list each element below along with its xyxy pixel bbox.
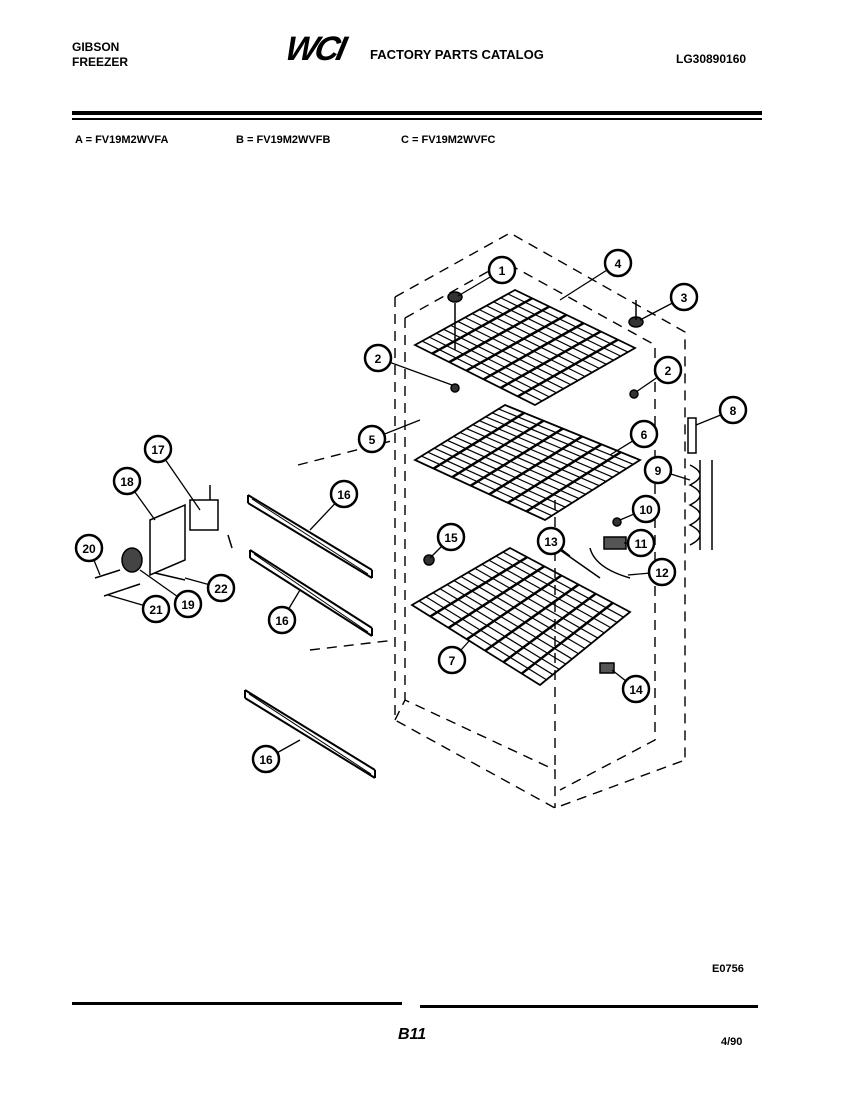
callout-13: 13 [536, 526, 571, 557]
control-box [189, 499, 219, 531]
document-number: LG30890160 [676, 52, 747, 66]
callout-15: 15 [429, 522, 466, 559]
svg-text:19: 19 [181, 598, 195, 612]
callout-2: 2 [635, 355, 683, 393]
wire-shelf [413, 403, 642, 522]
header-divider [72, 111, 762, 115]
callout-6: 6 [609, 419, 659, 456]
svg-text:20: 20 [82, 542, 96, 556]
cabinet-outline [297, 232, 686, 809]
callout-16: 16 [267, 589, 301, 635]
wire-shelf [410, 546, 632, 687]
shelf-rail [244, 689, 376, 779]
page-number: B11 [398, 1026, 427, 1043]
shelf-rails [244, 494, 376, 779]
revision-date: 4/90 [721, 1036, 743, 1048]
brand-block: GIBSON FREEZER [72, 40, 128, 70]
callout-8: 8 [695, 395, 748, 426]
callout-7: 7 [437, 639, 471, 675]
coil-9 [688, 460, 713, 550]
callout-20: 20 [74, 533, 104, 576]
callout-5: 5 [357, 419, 421, 454]
svg-text:16: 16 [259, 753, 273, 767]
brand-name: GIBSON [72, 40, 120, 54]
svg-text:16: 16 [275, 614, 289, 628]
svg-text:6: 6 [641, 428, 648, 442]
svg-text:5: 5 [369, 433, 376, 447]
svg-text:3: 3 [681, 291, 688, 305]
knob [121, 547, 143, 573]
svg-text:8: 8 [730, 404, 737, 418]
callout-14: 14 [611, 669, 651, 704]
svg-text:9: 9 [655, 464, 662, 478]
figure-code: E0756 [712, 963, 744, 975]
callout-19: 19 [139, 569, 203, 619]
svg-text:17: 17 [151, 443, 165, 457]
svg-text:10: 10 [639, 503, 653, 517]
svg-text:15: 15 [444, 531, 458, 545]
svg-text:16: 16 [337, 488, 351, 502]
svg-text:4: 4 [615, 257, 622, 271]
callout-2: 2 [363, 343, 453, 386]
svg-text:7: 7 [449, 654, 456, 668]
callout-3: 3 [639, 282, 699, 321]
wire-shelf [413, 288, 637, 407]
svg-text:11: 11 [635, 537, 648, 551]
model-a: A = FV19M2WVFA [75, 134, 169, 146]
shelf-rail [249, 549, 373, 637]
callout-10: 10 [619, 494, 661, 524]
footer-divider-left [72, 1002, 402, 1005]
svg-text:13: 13 [544, 535, 558, 549]
svg-text:18: 18 [120, 475, 134, 489]
shelf-rail [247, 494, 373, 579]
model-c: C = FV19M2WVFC [401, 134, 496, 146]
callout-21: 21 [107, 594, 171, 624]
callout-17: 17 [143, 434, 201, 511]
svg-text:2: 2 [665, 364, 672, 378]
svg-text:21: 21 [149, 603, 163, 617]
svg-text:14: 14 [629, 683, 643, 697]
svg-text:1: 1 [499, 264, 506, 278]
svg-text:12: 12 [655, 566, 669, 580]
callout-1: 1 [457, 255, 517, 297]
model-b: B = FV19M2WVFB [236, 134, 331, 146]
wire-shelves [410, 288, 642, 687]
callout-16: 16 [309, 479, 359, 531]
bracket-8 [687, 417, 697, 454]
svg-text:22: 22 [214, 582, 228, 596]
footer-divider-right [420, 1005, 758, 1008]
header-divider-thin [72, 118, 762, 120]
callout-18: 18 [112, 466, 156, 521]
callout-4: 4 [559, 248, 633, 301]
callout-22: 22 [184, 573, 236, 603]
callout-16: 16 [251, 739, 301, 774]
callout-11: 11 [624, 528, 656, 558]
mounting-bracket [149, 503, 186, 577]
product-type: FREEZER [72, 55, 129, 69]
callout-12: 12 [627, 557, 677, 587]
svg-text:2: 2 [375, 352, 382, 366]
callout-9: 9 [643, 455, 691, 485]
catalog-title: FACTORY PARTS CATALOG [370, 47, 544, 62]
